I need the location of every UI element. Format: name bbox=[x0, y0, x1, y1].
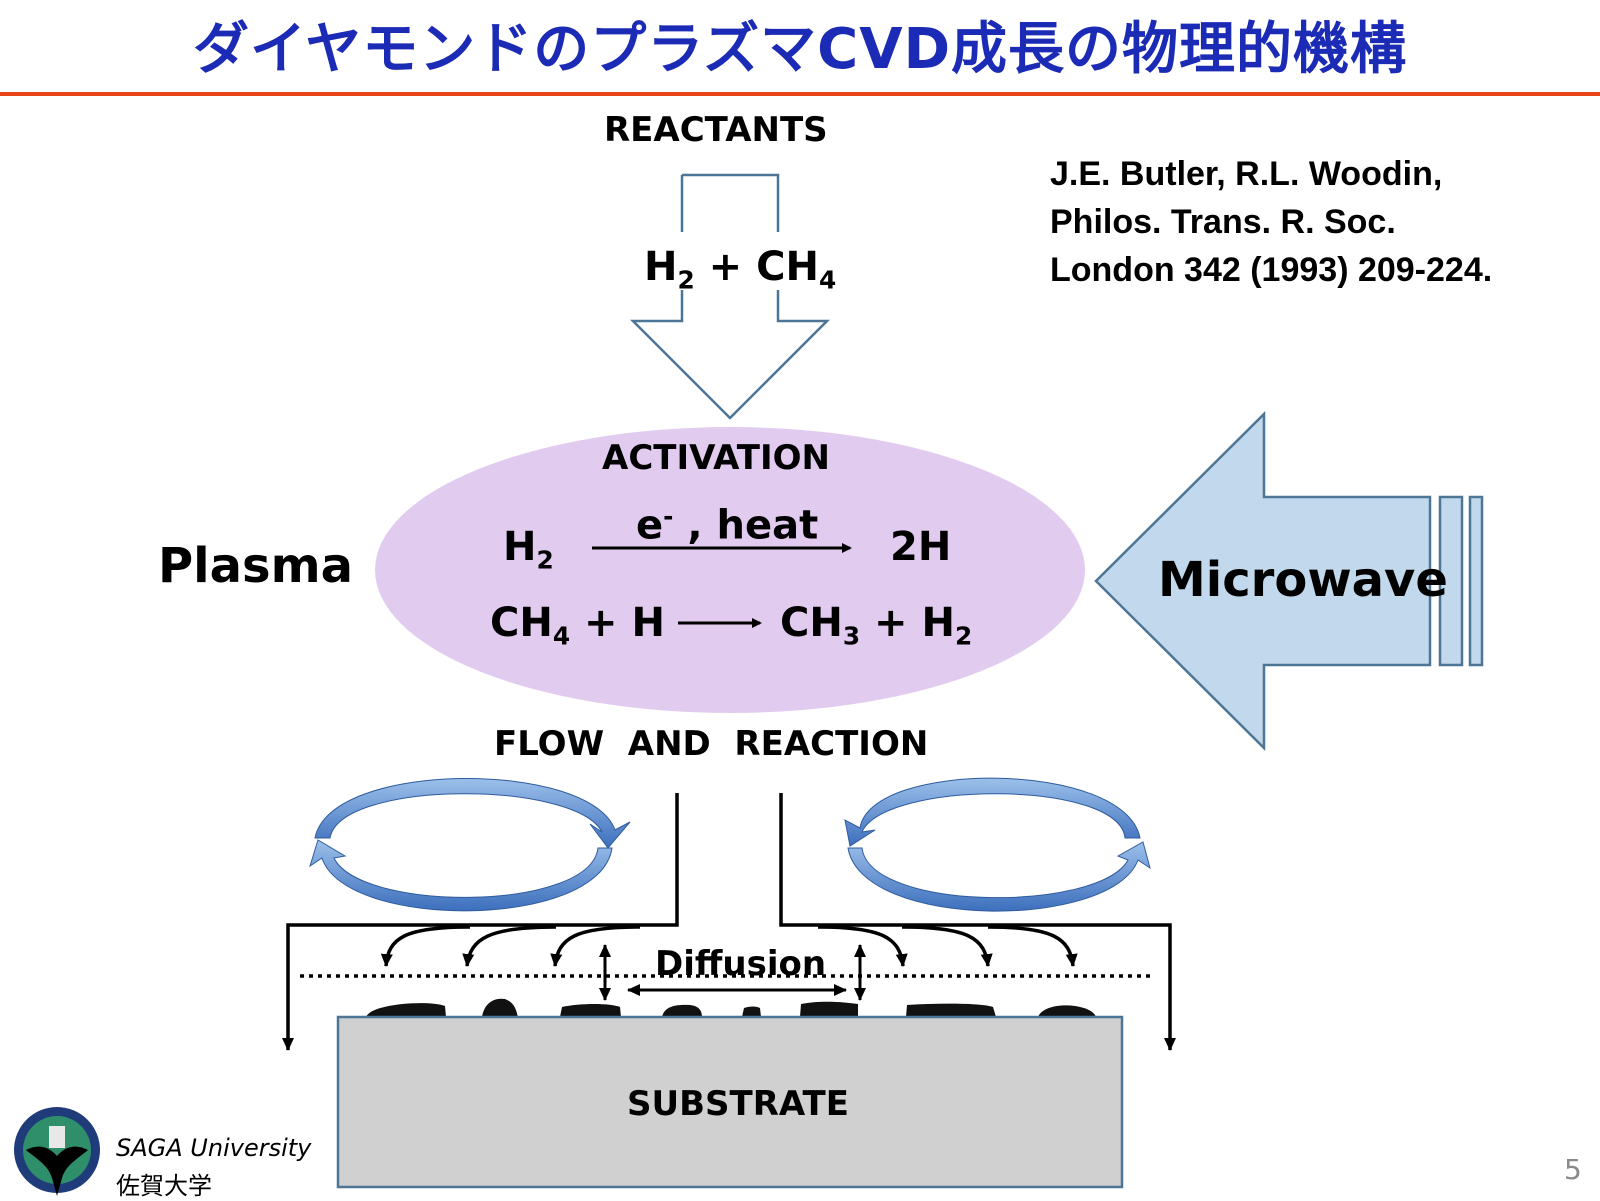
eq1-rhs-text: 2H bbox=[890, 524, 952, 570]
university-logo-emblem bbox=[14, 1107, 100, 1196]
eq1-lhs: H2 bbox=[503, 524, 554, 575]
reactant-inflow-arrow bbox=[629, 173, 831, 420]
eq1-electron: e bbox=[636, 502, 664, 549]
reactant-ch-subscript: 4 bbox=[818, 265, 837, 295]
microwave-arrow bbox=[1094, 410, 1432, 752]
title-rule bbox=[0, 92, 1600, 96]
eq2-lhs-ch: CH bbox=[490, 600, 553, 646]
page-number: 5 bbox=[1564, 1153, 1582, 1186]
reference-line-1: J.E. Butler, R.L. Woodin, bbox=[1050, 155, 1443, 193]
microwave-text: Microwave bbox=[1158, 552, 1448, 608]
eq2-rhs-subscript-2: 2 bbox=[954, 621, 973, 651]
gas-flow-line-right bbox=[779, 793, 1176, 1051]
reference-line-3: London 342 (1993) 209-224. bbox=[1050, 251, 1493, 289]
eq1-lhs-symbol: H bbox=[503, 524, 537, 570]
reactant-h: H bbox=[644, 244, 678, 290]
eq2-lhs-h: + H bbox=[570, 600, 665, 646]
eq2-rhs-subscript: 3 bbox=[842, 621, 861, 651]
eq2-lhs-subscript: 4 bbox=[552, 621, 571, 651]
substrate-label: SUBSTRATE bbox=[627, 1084, 849, 1124]
reactant-ch: + CH bbox=[694, 244, 819, 290]
microwave-stripe bbox=[1468, 495, 1484, 667]
circulation-arrow-right bbox=[844, 777, 1151, 912]
flow-and-reaction-text: FLOW AND REACTION bbox=[494, 724, 929, 764]
flow-branch-arrows bbox=[380, 925, 1078, 967]
eq2-rhs-h: + H bbox=[860, 600, 955, 646]
substrate-text: SUBSTRATE bbox=[627, 1084, 849, 1124]
eq2-rhs: CH3 + H2 bbox=[780, 600, 972, 651]
eq1-rhs: 2H bbox=[890, 524, 951, 570]
eq1-condition: e- , heat bbox=[636, 502, 818, 549]
plasma-ellipse bbox=[375, 427, 1085, 713]
reference-citation: J.E. Butler, R.L. Woodin, Philos. Trans.… bbox=[1050, 150, 1492, 294]
eq2-rhs-ch: CH bbox=[780, 600, 843, 646]
university-name: SAGA University bbox=[116, 1134, 312, 1162]
microwave-stripe bbox=[1438, 495, 1464, 667]
reactant-h-subscript: 2 bbox=[677, 265, 695, 295]
reference-line-2: Philos. Trans. R. Soc. bbox=[1050, 203, 1396, 241]
diamond-nuclei bbox=[366, 998, 1096, 1017]
plasma-text: Plasma bbox=[158, 538, 353, 594]
eq1-heat: , heat bbox=[673, 502, 819, 549]
diffusion-label: Diffusion bbox=[655, 944, 826, 984]
diffusion-text: Diffusion bbox=[655, 944, 827, 984]
flow-and-reaction-label: FLOW AND REACTION bbox=[494, 724, 928, 764]
circulation-arrow-left bbox=[309, 777, 631, 912]
eq2-lhs: CH4 + H bbox=[490, 600, 665, 651]
activation-label: ACTIVATION bbox=[602, 438, 830, 478]
plasma-label: Plasma bbox=[158, 538, 353, 594]
gas-flow-line-left bbox=[282, 793, 679, 1051]
microwave-label: Microwave bbox=[1158, 552, 1448, 608]
substrate-block bbox=[336, 1015, 1124, 1189]
reactants-text: REACTANTS bbox=[604, 110, 828, 150]
reactants-label: REACTANTS bbox=[604, 110, 828, 150]
eq1-electron-charge: - bbox=[663, 502, 674, 531]
university-name-jp: 佐賀大学 bbox=[116, 1172, 212, 1200]
eq1-lhs-subscript: 2 bbox=[536, 545, 554, 575]
slide-title: ダイヤモンドのプラズマCVD成長の物理的機構 bbox=[192, 17, 1408, 82]
reactant-formula: H2 + CH4 bbox=[644, 244, 836, 295]
activation-text: ACTIVATION bbox=[602, 438, 830, 478]
